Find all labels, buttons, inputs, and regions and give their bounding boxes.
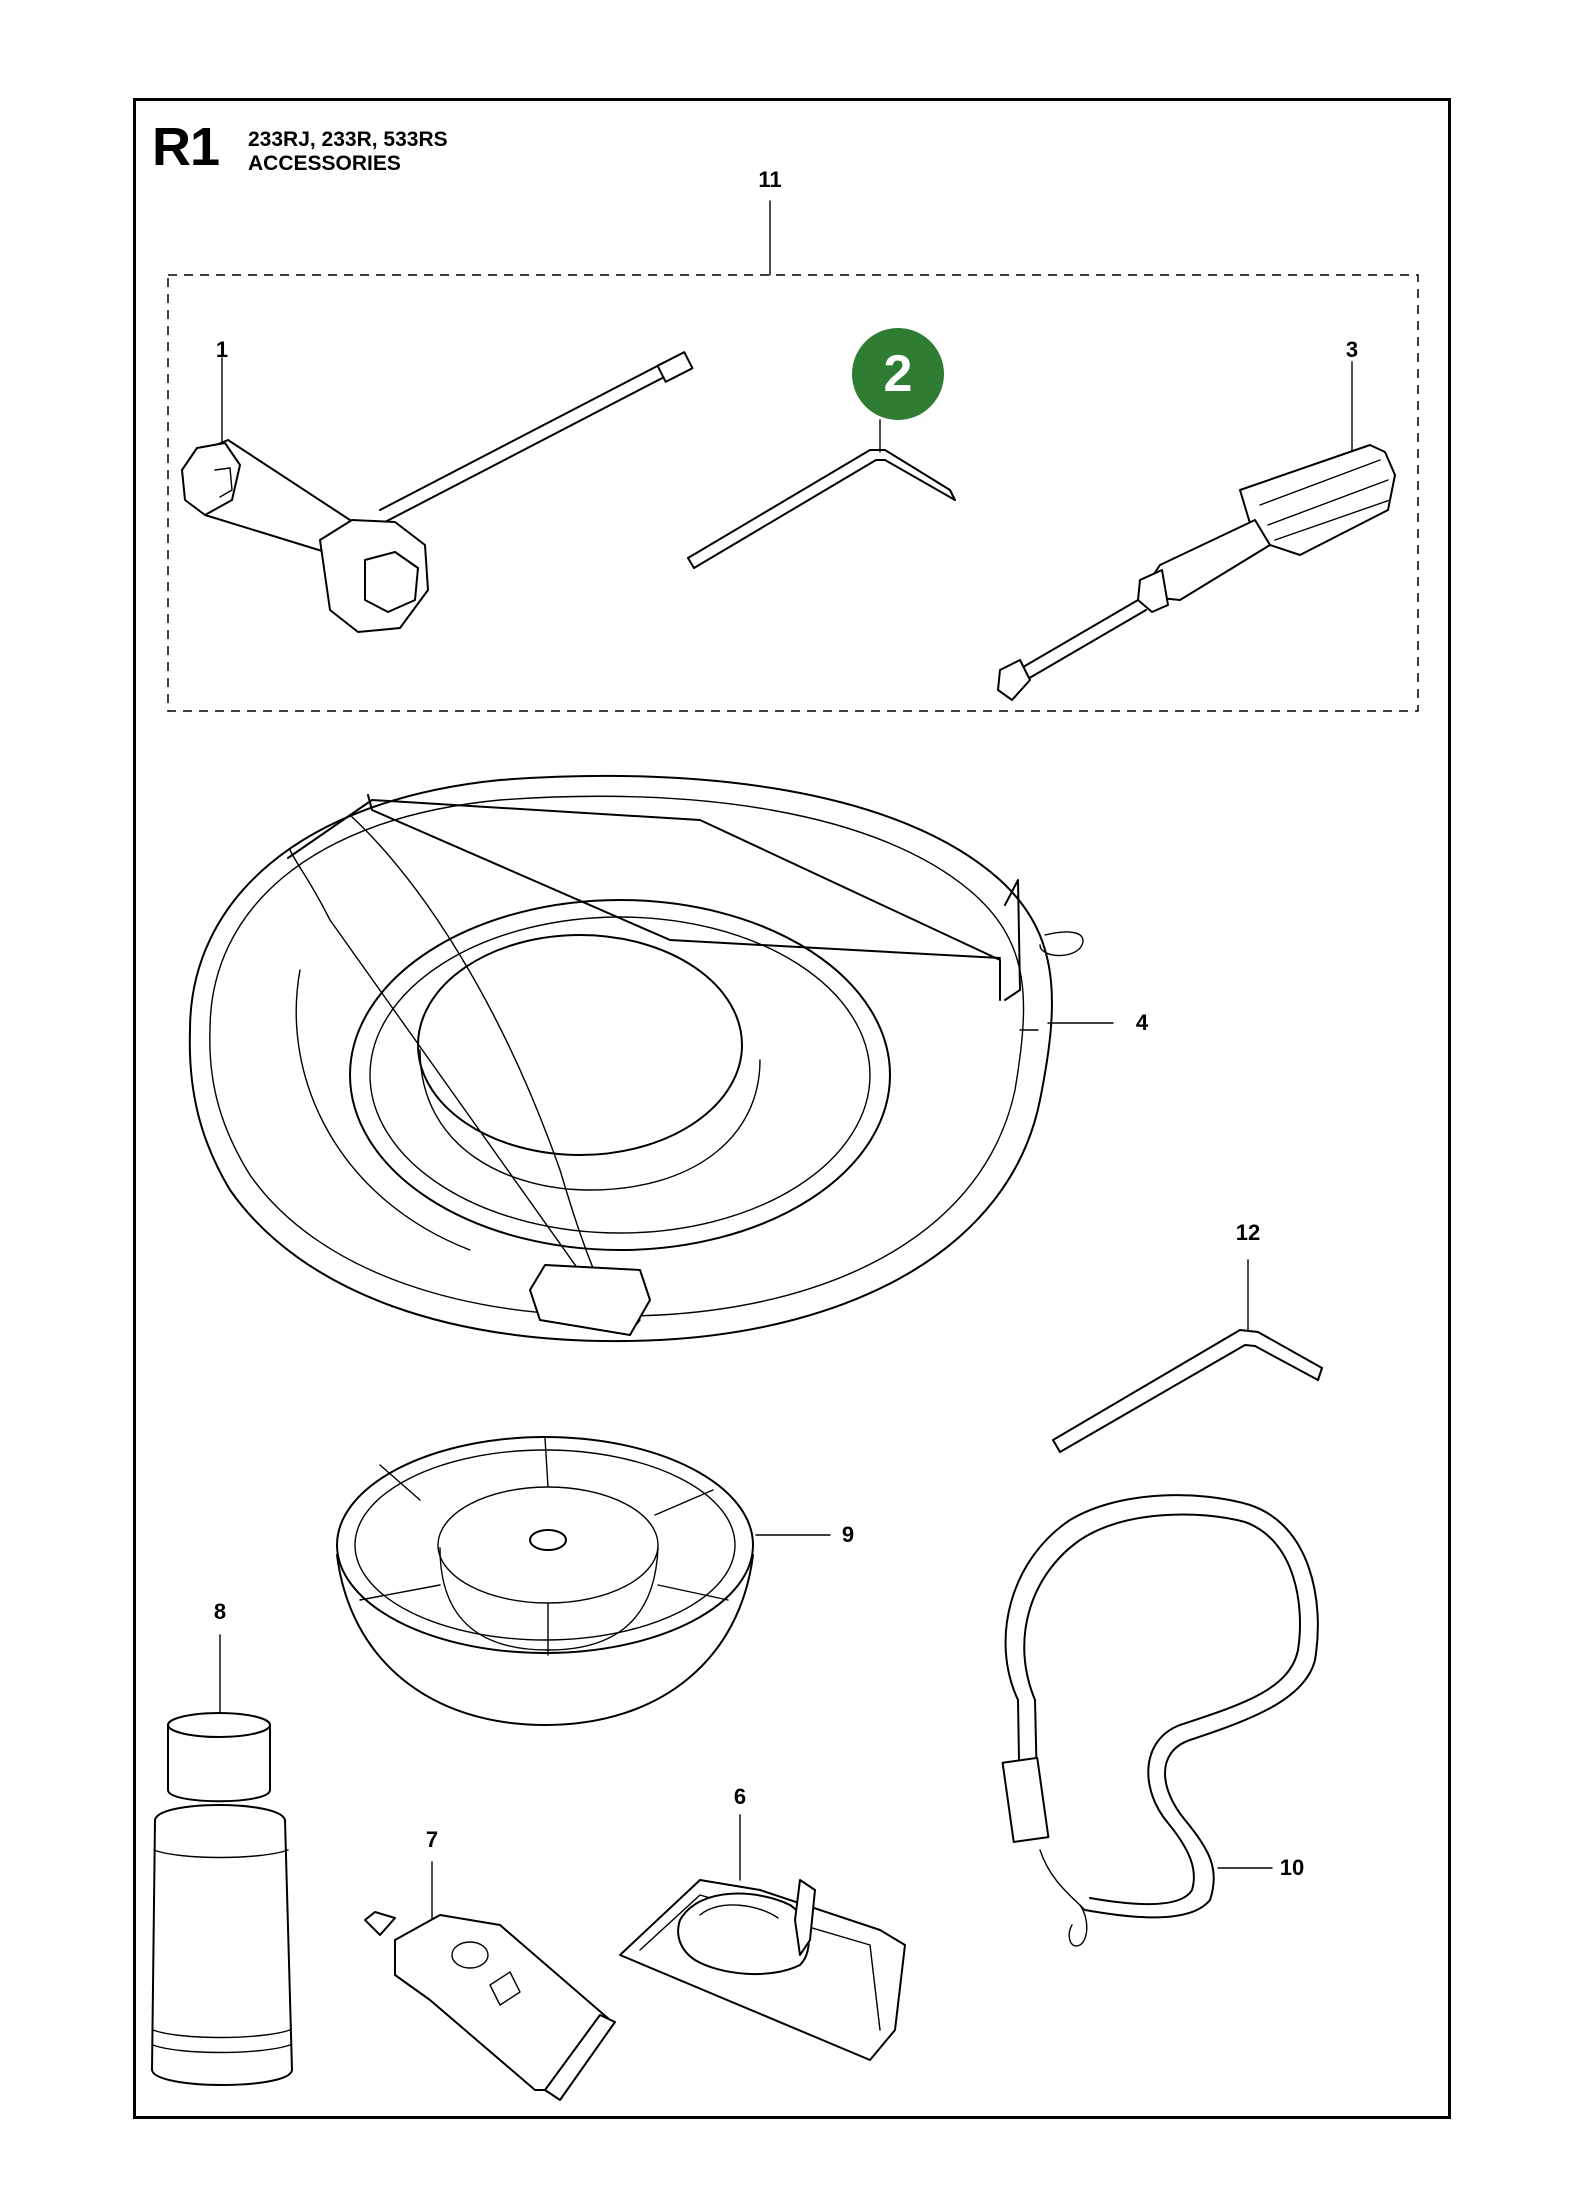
diagram-title: ACCESSORIES [248, 152, 401, 175]
callout-2-highlight: 2 [852, 328, 944, 420]
callout-12: 12 [1235, 1220, 1261, 1245]
cutting-guard-drawing [188, 774, 1114, 1343]
combination-spanner-drawing [181, 351, 694, 633]
callout-3: 3 [1345, 337, 1359, 362]
hex-key-12-drawing [1052, 1259, 1323, 1453]
callout-9: 9 [841, 1522, 855, 1547]
callout-1: 1 [215, 337, 229, 362]
hex-key-drawing [687, 419, 956, 569]
callout-8: 8 [213, 1599, 227, 1624]
kit-dashed-box [167, 274, 1419, 712]
oil-bottle-drawing [151, 1634, 293, 2086]
harness-strap-drawing [1001, 1494, 1319, 1947]
callout-4: 4 [1135, 1010, 1149, 1035]
diagram-frame [133, 98, 1451, 2119]
trimmer-head-drawing [336, 1436, 831, 1726]
grease-tube-drawing [364, 1861, 616, 2101]
section-code: R1 [152, 117, 220, 177]
callout-11: 11 [758, 167, 782, 192]
callout-6: 6 [733, 1784, 747, 1809]
diagram-heading: 233RJ, 233R, 533RS ACCESSORIES [248, 128, 448, 176]
callout-7: 7 [425, 1827, 439, 1852]
model-list: 233RJ, 233R, 533RS [248, 128, 448, 151]
screwdriver-drawing [997, 361, 1396, 701]
tool-bag-drawing [619, 1814, 906, 2061]
callout-10: 10 [1279, 1855, 1305, 1880]
